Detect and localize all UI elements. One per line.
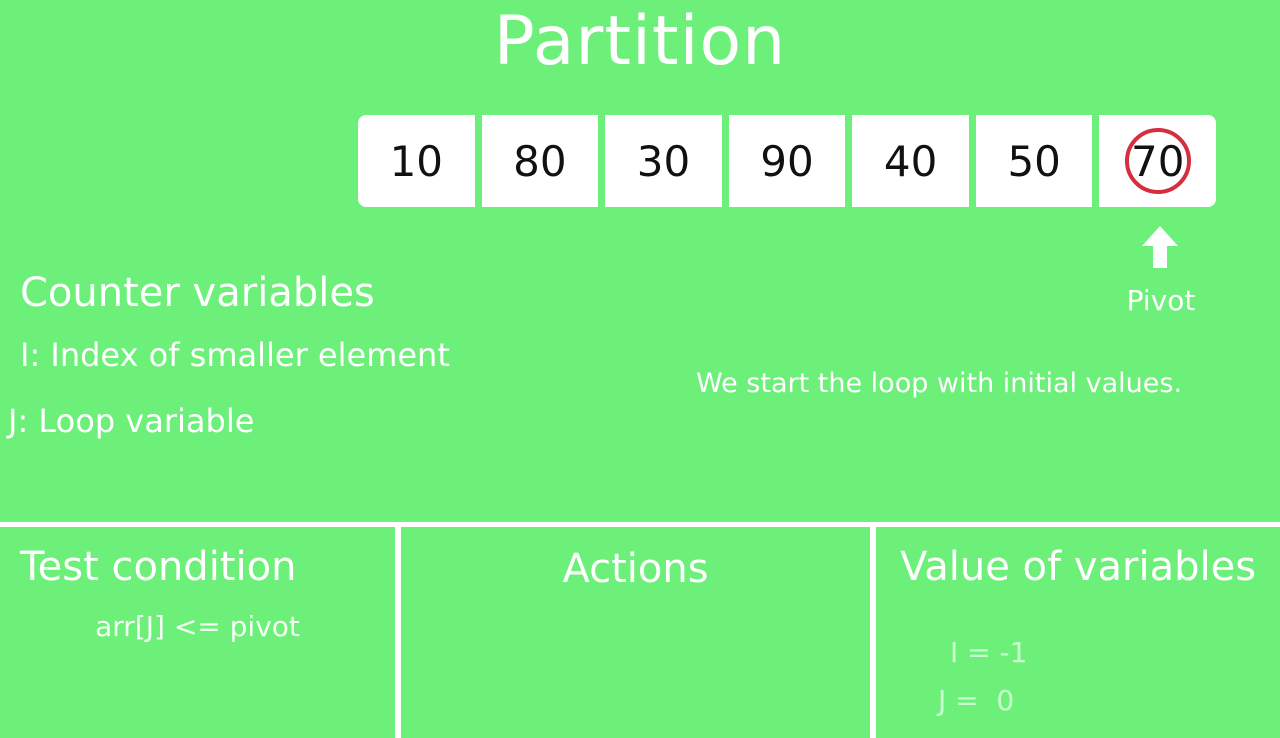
array-value: 50 [1007, 136, 1061, 186]
actions-heading: Actions [562, 546, 709, 592]
step-message: We start the loop with initial values. [696, 368, 1183, 399]
test-condition-heading: Test condition [20, 544, 297, 590]
array-value-pivot: 70 [1131, 136, 1185, 186]
array-value: 40 [883, 136, 938, 186]
array-cell: 30 [605, 115, 722, 207]
array-cell-pivot: 70 [1099, 115, 1217, 207]
array-value: 90 [760, 136, 814, 186]
array-value: 80 [513, 136, 567, 186]
test-condition-text: arr[J] <= pivot [95, 610, 300, 643]
i-value: I = -1 [950, 636, 1028, 669]
horizontal-divider [0, 522, 1280, 527]
pivot-circle-marker: 70 [1124, 128, 1191, 194]
value-of-variables-heading: Value of variables [900, 544, 1257, 590]
array-value: 10 [389, 136, 444, 186]
array-row: 10 80 30 90 40 50 70 [358, 115, 1217, 207]
i-variable-description: I: Index of smaller element [20, 336, 450, 374]
j-value: J = 0 [938, 684, 1015, 717]
j-variable-description: J: Loop variable [8, 402, 255, 440]
up-arrow-icon [1142, 226, 1178, 268]
pivot-label: Pivot [1126, 284, 1196, 317]
page-title: Partition [493, 2, 787, 81]
array-cell: 90 [728, 115, 846, 207]
counter-variables-heading: Counter variables [20, 270, 375, 316]
array-cell: 10 [358, 115, 475, 207]
column-divider [870, 525, 876, 738]
array-cell: 50 [975, 115, 1093, 207]
array-cell: 80 [481, 115, 599, 207]
array-value: 30 [636, 136, 691, 186]
column-divider [395, 525, 401, 738]
array-cell: 40 [852, 115, 969, 207]
